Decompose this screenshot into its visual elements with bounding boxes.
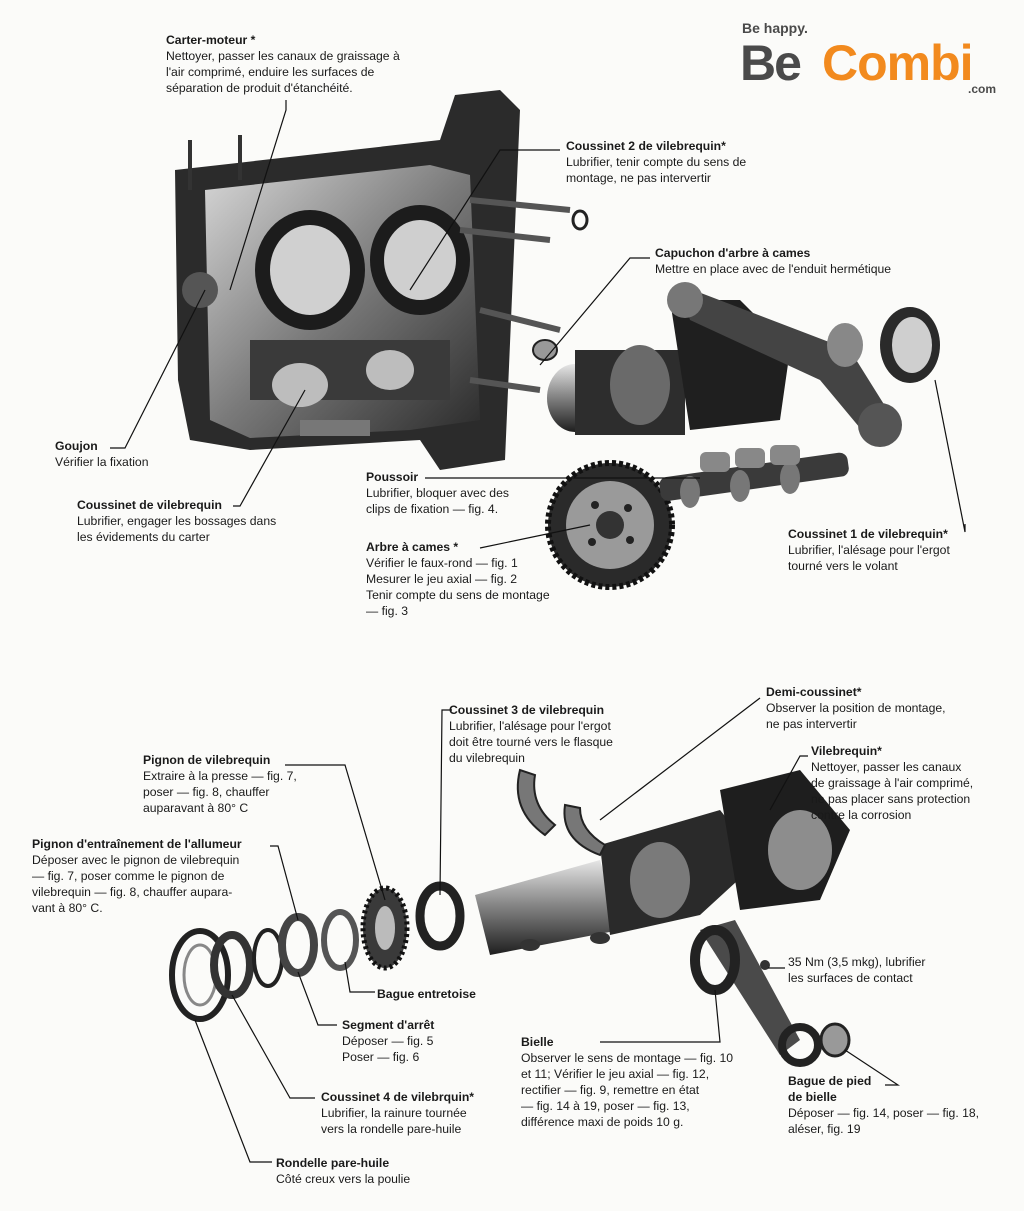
label-arbre-a-cames: Arbre à cames * Vérifier le faux-rond — … <box>366 540 550 618</box>
label-coussinet-4: Coussinet 4 de vilebrquin* Lubrifier, la… <box>321 1090 475 1136</box>
label-poussoir: Poussoir Lubrifier, bloquer avec des cli… <box>366 470 509 516</box>
label-torque: 35 Nm (3,5 mkg), lubrifier les surfaces … <box>788 955 926 985</box>
label-coussinet-2: Coussinet 2 de vilebrequin* Lubrifier, t… <box>566 139 747 185</box>
label-goujon: Goujon Vérifier la fixation <box>55 439 149 469</box>
label-pignon-allumeur: Pignon d'entraînement de l'allumeur Dépo… <box>32 837 242 915</box>
label-bielle: Bielle Observer le sens de montage — fig… <box>521 1035 734 1129</box>
logo-tagline: Be happy. <box>742 20 808 36</box>
label-coussinet-1: Coussinet 1 de vilebrequin* Lubrifier, l… <box>788 527 950 573</box>
bearing-4-illustration <box>210 931 254 999</box>
label-segment-arret: Segment d'arrêt Déposer — fig. 5 Poser —… <box>342 1018 435 1064</box>
label-capuchon: Capuchon d'arbre à cames Mettre en place… <box>655 246 892 276</box>
bearing-ring-illustration <box>880 307 940 383</box>
connecting-rod-illustration <box>690 920 822 1067</box>
label-pignon-vilebrequin: Pignon de vilebrequin Extraire à la pres… <box>143 753 297 815</box>
crankshaft-assembly-illustration <box>547 282 902 447</box>
snap-ring-illustration <box>252 928 284 988</box>
lifters-illustration <box>700 445 800 472</box>
label-coussinet-vilebrequin: Coussinet de vilebrequin Lubrifier, enga… <box>77 498 277 544</box>
label-demi-coussinet: Demi-coussinet* Observer la position de … <box>766 685 946 731</box>
spacer-ring-illustration <box>321 909 359 971</box>
label-coussinet-3: Coussinet 3 de vilebrequin Lubrifier, l'… <box>449 703 613 765</box>
half-bearings-illustration <box>516 768 607 857</box>
becombi-logo: Be happy. Be Combi .com <box>740 20 1000 100</box>
label-vilebrequin: Vilebrequin* Nettoyer, passer les canaux… <box>811 744 974 822</box>
logo-combi: Combi <box>822 35 974 91</box>
camshaft-gear-illustration <box>545 460 675 590</box>
camshaft-illustration <box>659 452 849 508</box>
lower-crankshaft-illustration <box>475 770 850 955</box>
small-end-bushing-illustration <box>819 1022 851 1058</box>
logo-be: Be <box>740 35 802 91</box>
crankcase-illustration <box>175 90 589 470</box>
crank-gear-illustration <box>360 885 410 971</box>
label-carter-moteur: Carter-moteur * Nettoyer, passer les can… <box>166 33 400 95</box>
distributor-gear-illustration <box>278 913 318 977</box>
label-rondelle-pare-huile: Rondelle pare-huile Côté creux vers la p… <box>276 1156 411 1186</box>
label-bague-pied-bielle: Bague de pied de bielle Déposer — fig. 1… <box>788 1074 980 1136</box>
label-bague-entretoise: Bague entretoise <box>377 987 476 1001</box>
leader-lines <box>110 100 966 1163</box>
logo-suffix: .com <box>967 82 996 96</box>
